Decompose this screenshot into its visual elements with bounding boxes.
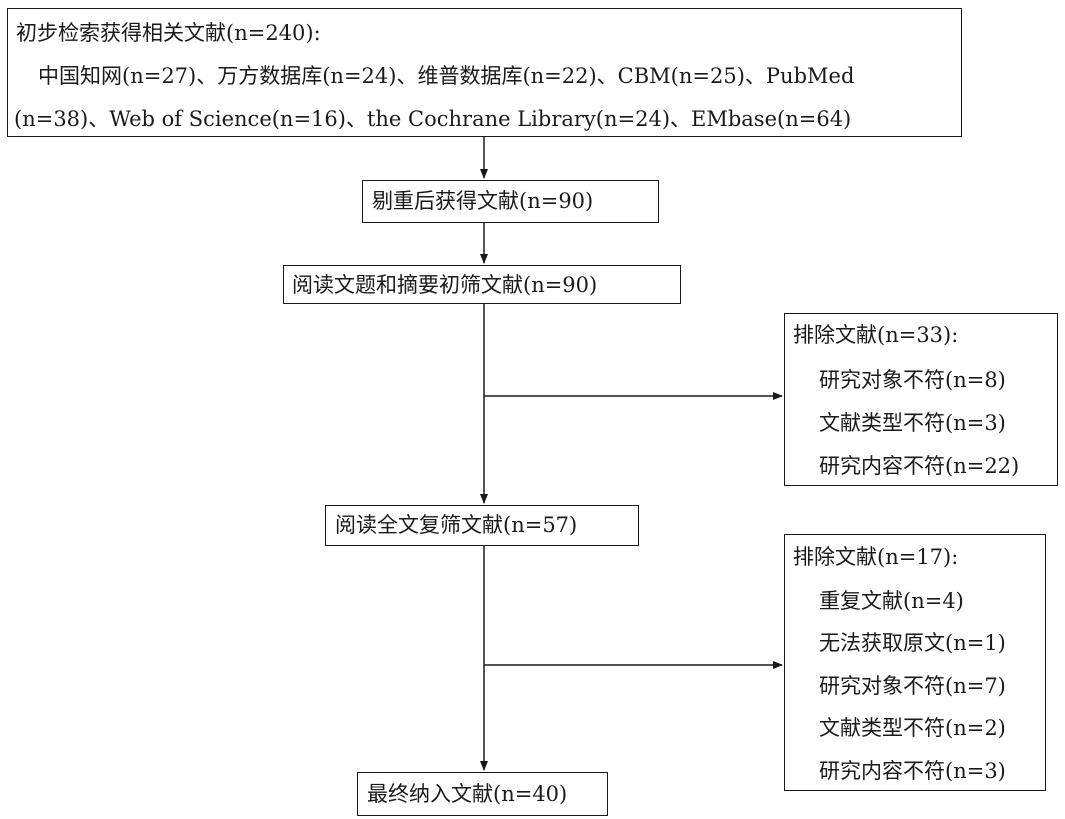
- initial-search-title: 初步检索获得相关文献(n=240):: [16, 21, 321, 45]
- screen2-label: 阅读全文复筛文献(n=57): [335, 513, 578, 537]
- dedup-label: 剔重后获得文献(n=90): [372, 189, 594, 213]
- exclude2-title: 排除文献(n=17):: [793, 545, 959, 569]
- exclude1-item: 研究对象不符(n=8): [819, 368, 1006, 392]
- screen2-box: 阅读全文复筛文献(n=57): [325, 505, 639, 546]
- final-label: 最终纳入文献(n=40): [367, 782, 568, 806]
- initial-search-sources-2: (n=38)、Web of Science(n=16)、the Cochrane…: [14, 107, 852, 131]
- initial-search-sources-1: 中国知网(n=27)、万方数据库(n=24)、维普数据库(n=22)、CBM(n…: [38, 64, 855, 88]
- screen1-box: 阅读文题和摘要初筛文献(n=90): [283, 265, 681, 304]
- dedup-box: 剔重后获得文献(n=90): [362, 180, 659, 223]
- exclude1-item: 文献类型不符(n=3): [819, 411, 1006, 435]
- exclude2-item: 重复文献(n=4): [819, 589, 964, 613]
- exclude1-box: 排除文献(n=33): 研究对象不符(n=8) 文献类型不符(n=3) 研究内容…: [784, 313, 1058, 486]
- exclude2-item: 研究对象不符(n=7): [819, 674, 1006, 698]
- exclude2-box: 排除文献(n=17): 重复文献(n=4) 无法获取原文(n=1) 研究对象不符…: [784, 534, 1046, 791]
- exclude1-item: 研究内容不符(n=22): [819, 454, 1020, 478]
- exclude2-item: 研究内容不符(n=3): [819, 759, 1006, 783]
- screen1-label: 阅读文题和摘要初筛文献(n=90): [292, 273, 598, 297]
- final-box: 最终纳入文献(n=40): [357, 772, 608, 816]
- exclude1-title: 排除文献(n=33):: [793, 323, 959, 347]
- exclude2-item: 文献类型不符(n=2): [819, 716, 1006, 740]
- exclude2-item: 无法获取原文(n=1): [819, 631, 1006, 655]
- initial-search-box: 初步检索获得相关文献(n=240): 中国知网(n=27)、万方数据库(n=24…: [7, 8, 962, 137]
